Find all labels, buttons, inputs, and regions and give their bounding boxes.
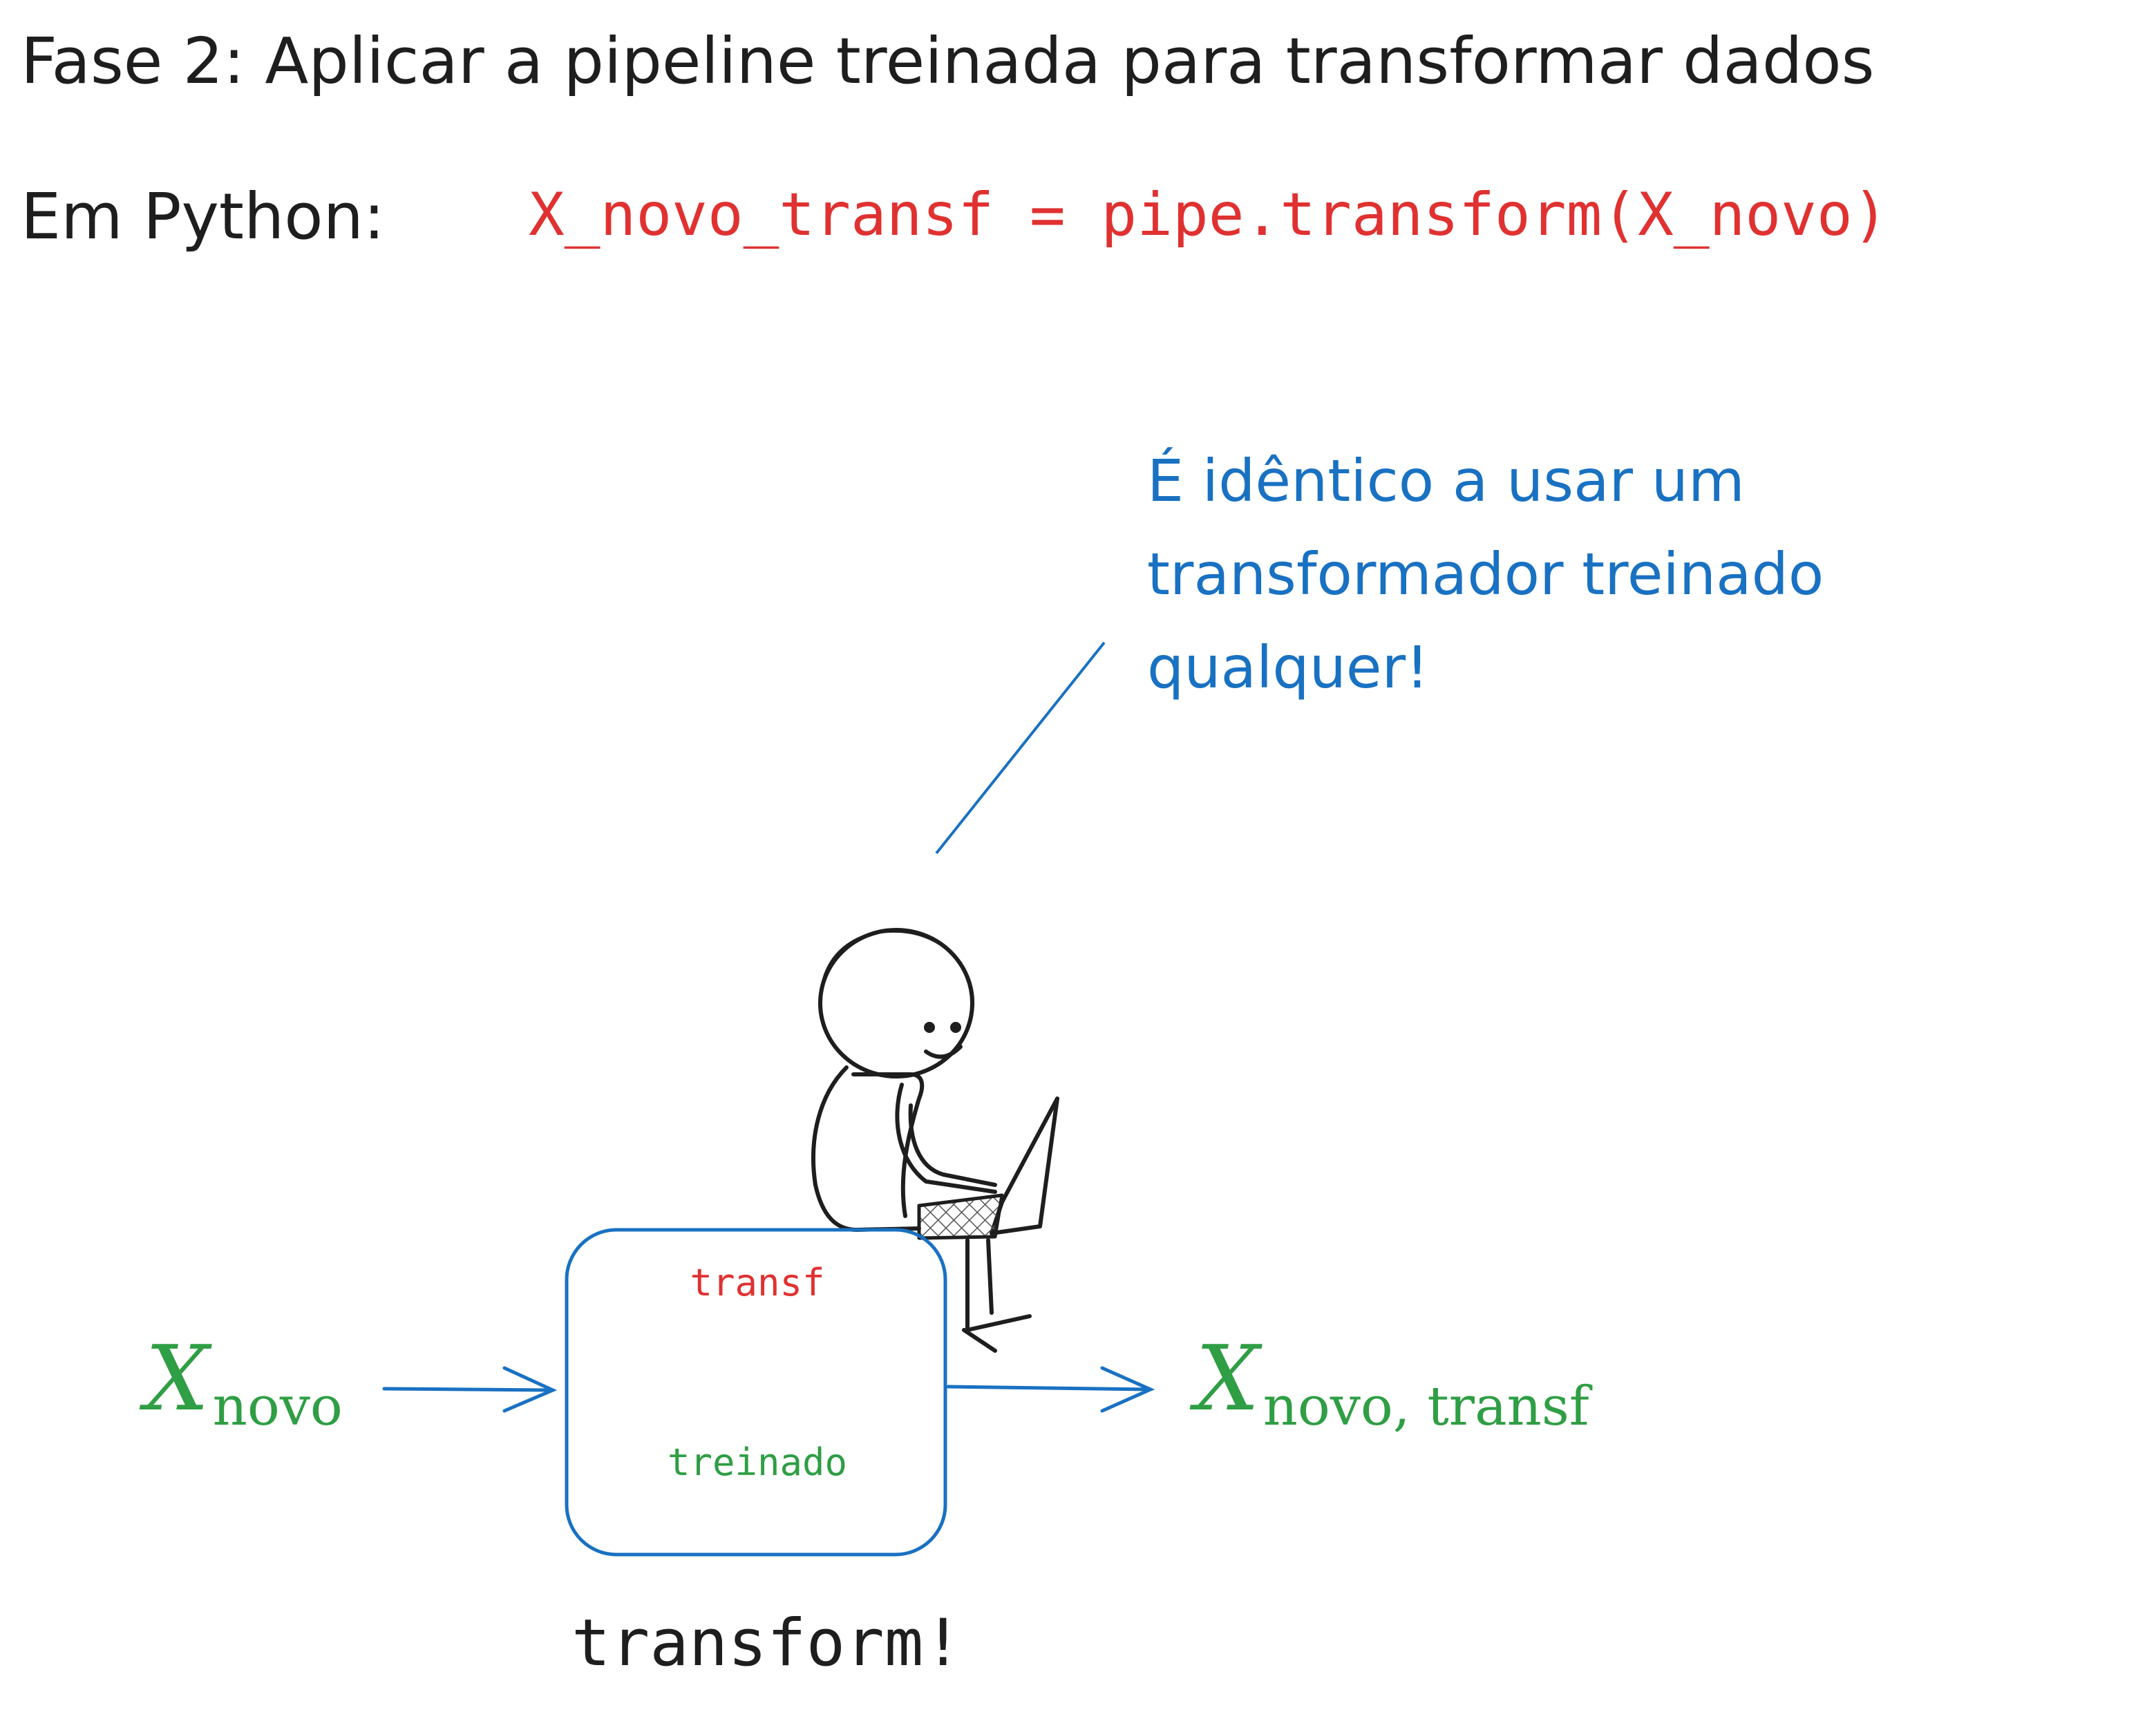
input-arrow [382,1366,558,1413]
output-arrow [946,1366,1155,1413]
output-math-label: X novo, transf [1189,1326,1593,1438]
python-label: Em Python: [21,180,385,254]
python-code: X_novo_transf = pipe.transform(X_novo) [529,180,1889,249]
laptop-keyboard [917,1193,1004,1240]
output-symbol: X [1189,1326,1263,1431]
speech-pointer-line [935,641,1106,855]
input-math-label: X novo [139,1326,343,1438]
input-symbol: X [139,1326,212,1431]
output-subscript: novo, transf [1263,1376,1593,1438]
speech-line-1: É idêntico a usar um [1147,447,1745,515]
transform-caption: transform! [571,1606,963,1681]
person-with-laptop-illustration [811,928,1059,1353]
box-label-treinado: treinado [668,1441,847,1484]
box-label-transf: transf [690,1261,824,1304]
speech-line-2: transformador treinado [1147,540,1824,608]
page-title: Fase 2: Aplicar a pipeline treinada para… [21,24,1875,98]
input-subscript: novo [213,1376,343,1438]
speech-line-3: qualquer! [1147,634,1429,701]
transformer-box [565,1228,947,1557]
